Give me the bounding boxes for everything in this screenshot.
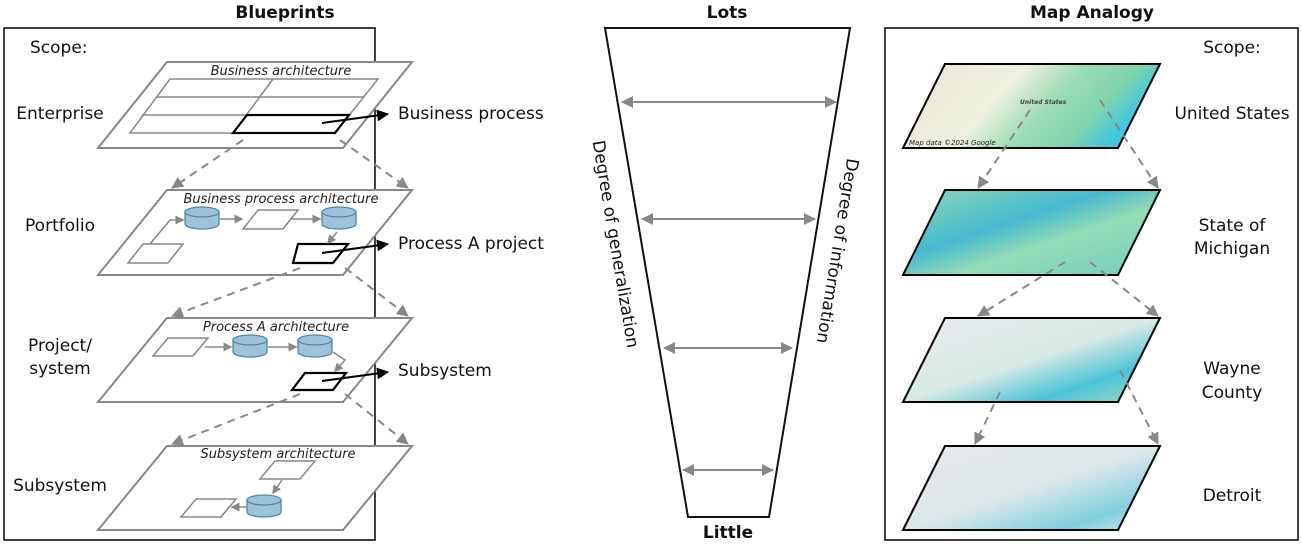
scope-subsystem: Subsystem — [13, 476, 107, 496]
process-step — [126, 243, 185, 264]
dashed-arrow — [171, 393, 301, 446]
blueprints-panel: Blueprints Scope: Enterprise Business ar… — [3, 3, 544, 541]
plane-title: Process A architecture — [203, 320, 349, 335]
plane-title: Business architecture — [211, 64, 352, 79]
dashed-arrow — [344, 393, 409, 445]
dashed-arrow — [974, 391, 1001, 445]
scope-wayne-line2: County — [1202, 383, 1263, 403]
output-arrow — [321, 367, 389, 382]
funnel-panel: Lots Little Degree of generalization Deg… — [588, 3, 863, 543]
blueprints-title: Blueprints — [235, 3, 334, 23]
map-detroit — [901, 445, 1162, 531]
map-country-label: United States — [1020, 99, 1067, 106]
scope-detroit: Detroit — [1203, 486, 1262, 506]
database-icon — [246, 494, 282, 518]
output-arrow — [321, 109, 389, 124]
scope-michigan-line2: Michigan — [1194, 239, 1270, 259]
scope-project-system-line2: system — [29, 359, 90, 379]
map-michigan — [901, 189, 1162, 276]
process-step — [241, 209, 300, 230]
dashed-arrow — [171, 139, 244, 189]
dashed-arrow — [339, 139, 409, 189]
map-wayne-county — [901, 317, 1162, 403]
scope-portfolio: Portfolio — [25, 216, 95, 236]
scope-united-states: United States — [1174, 104, 1289, 124]
map-united-states: United States Map data ©2024 Google — [901, 63, 1162, 149]
scope-project-system-line1: Project/ — [28, 336, 92, 356]
dashed-arrow — [344, 267, 409, 317]
little-label: Little — [703, 523, 753, 543]
output-business-process: Business process — [398, 104, 544, 124]
database-icon — [184, 206, 220, 230]
process-step — [258, 460, 317, 480]
scope-enterprise: Enterprise — [16, 104, 103, 124]
output-process-a-project: Process A project — [398, 234, 544, 254]
dashed-arrow — [977, 109, 1031, 189]
map-analogy-frame — [884, 27, 1299, 541]
scope-wayne-line1: Wayne — [1203, 359, 1260, 379]
process-step — [179, 498, 238, 518]
dashed-arrow — [977, 261, 1066, 317]
scope-michigan-line1: State of — [1199, 216, 1267, 236]
database-icon — [297, 334, 333, 358]
plane-subsystem-architecture — [95, 445, 415, 531]
blueprints-frame — [3, 27, 376, 541]
lots-label: Lots — [707, 3, 748, 23]
plane-title: Business process architecture — [183, 192, 378, 207]
scope-label: Scope: — [1203, 38, 1261, 58]
map-attribution: Map data ©2024 Google — [909, 139, 996, 147]
funnel-shape — [603, 27, 852, 518]
highlighted-cell — [230, 113, 352, 135]
scope-label: Scope: — [30, 38, 88, 58]
map-analogy-title: Map Analogy — [1030, 3, 1154, 23]
map-analogy-panel: Map Analogy Scope: United States Map dat… — [884, 3, 1299, 541]
dashed-arrow — [1099, 99, 1159, 189]
process-step — [151, 337, 210, 357]
output-arrow — [321, 239, 389, 254]
highlighted-subsystem — [289, 371, 349, 392]
dashed-arrow — [171, 267, 301, 318]
output-subsystem: Subsystem — [398, 361, 492, 381]
database-icon — [321, 206, 357, 230]
plane-title: Subsystem architecture — [200, 447, 355, 462]
database-icon — [232, 334, 268, 358]
dashed-arrow — [1089, 261, 1159, 317]
